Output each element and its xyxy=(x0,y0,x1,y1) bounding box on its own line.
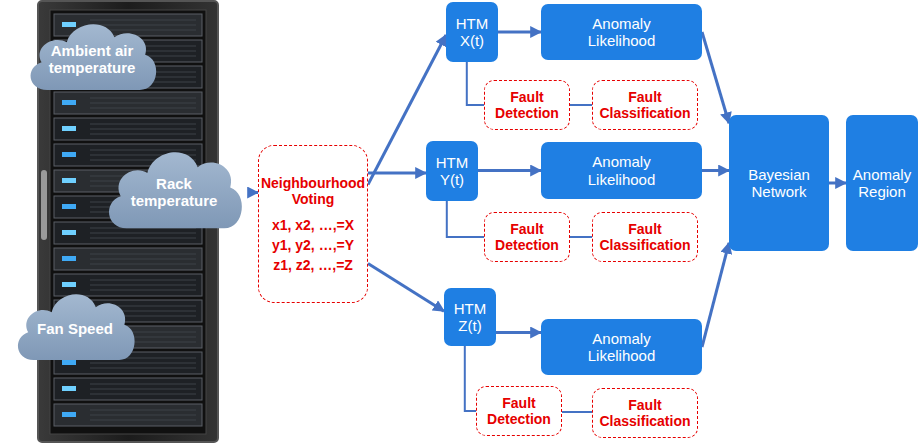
node-label: Bayesian Network xyxy=(735,166,823,201)
node-text: x1, x2, …,=X xyxy=(272,217,354,233)
node-label: Neighbourhood Voting xyxy=(261,175,365,207)
process-box: HTM Z(t) xyxy=(444,288,496,346)
node-label: HTM Y(t) xyxy=(432,154,472,189)
connector-arrow xyxy=(702,169,729,172)
fault-box: Fault Detection xyxy=(476,386,562,436)
process-box: Anomaly Likelihood xyxy=(541,4,702,60)
fault-box: Fault Classification xyxy=(592,212,698,262)
node-text: z1, z2, …,=Z xyxy=(273,257,353,273)
connector-line xyxy=(465,346,476,411)
node-label: Rack temperature xyxy=(116,175,232,210)
connector-line xyxy=(467,62,484,105)
node-label: Fault Classification xyxy=(598,397,692,429)
process-box: Anomaly Likelihood xyxy=(541,142,702,199)
fault-box: Fault Classification xyxy=(592,388,698,438)
connector-arrow xyxy=(248,191,258,194)
node-label: Anomaly Region xyxy=(852,166,912,201)
process-box: Anomaly Likelihood xyxy=(541,319,702,375)
connector-arrow xyxy=(498,31,541,34)
fault-box: Fault Classification xyxy=(592,80,698,130)
rack-handle xyxy=(41,170,47,240)
sensor-cloud: Ambient air temperature xyxy=(22,12,162,100)
process-box: Bayesian Network xyxy=(729,115,829,251)
connector-arrow xyxy=(829,182,846,185)
fault-box: Fault Detection xyxy=(484,80,570,130)
connector-arrow xyxy=(368,264,444,312)
sensor-cloud: Fan Speed xyxy=(10,282,140,370)
connector-line xyxy=(562,411,592,413)
connector-arrow xyxy=(368,172,426,175)
process-box: Anomaly Region xyxy=(846,115,918,251)
connector-line xyxy=(570,236,592,238)
node-text: y1, y2, …,=Y xyxy=(272,237,354,253)
voting-box: Neighbourhood Voting x1, x2, …,=X y1, y2, … xyxy=(258,145,368,303)
node-label: Fault Classification xyxy=(598,221,692,253)
process-box: HTM Y(t) xyxy=(426,141,478,201)
node-label: Anomaly Likelihood xyxy=(562,15,682,50)
node-label: HTM Z(t) xyxy=(450,300,490,335)
connector-line xyxy=(570,104,592,106)
node-label: HTM X(t) xyxy=(452,15,492,50)
node-label: Fault Classification xyxy=(598,89,692,121)
connector-arrow xyxy=(702,32,729,123)
fault-box: Fault Detection xyxy=(484,212,570,262)
node-label: Anomaly Likelihood xyxy=(562,330,682,365)
node-label: Fault Detection xyxy=(482,395,556,427)
connector-arrow xyxy=(478,169,541,172)
node-label: Fan Speed xyxy=(37,320,113,337)
connector-line xyxy=(447,201,484,237)
process-box: HTM X(t) xyxy=(446,2,498,62)
connector-arrow xyxy=(702,243,729,347)
node-label: Ambient air temperature xyxy=(38,42,146,77)
connector-arrow xyxy=(496,331,541,334)
node-label: Anomaly Likelihood xyxy=(562,153,682,188)
node-label: Fault Detection xyxy=(490,89,564,121)
sensor-cloud: Rack temperature xyxy=(100,138,248,240)
node-label: Fault Detection xyxy=(490,221,564,253)
